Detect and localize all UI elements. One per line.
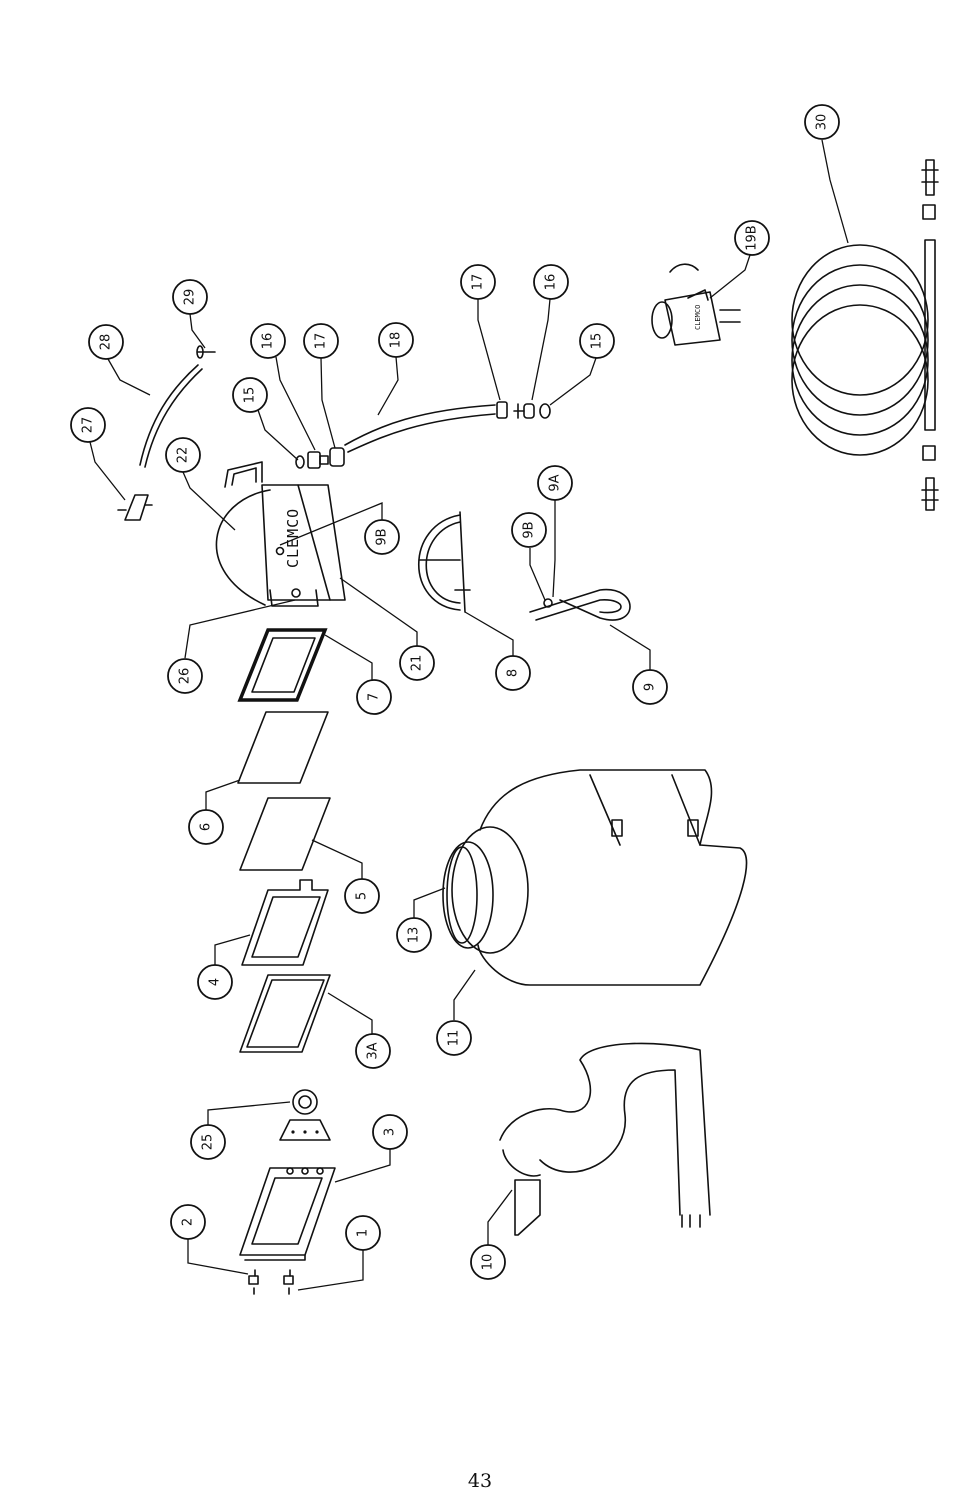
svg-text:26: 26 xyxy=(178,668,193,685)
part-screws-1-2 xyxy=(248,1269,294,1295)
part-bracket-25 xyxy=(279,1089,331,1141)
callout-9b-lower: 9B xyxy=(511,512,547,548)
part-belt-10 xyxy=(499,1042,711,1236)
svg-text:16: 16 xyxy=(544,274,559,291)
svg-text:9B: 9B xyxy=(375,528,390,545)
callout-4: 4 xyxy=(197,964,233,1000)
svg-text:27: 27 xyxy=(81,417,96,434)
svg-text:28: 28 xyxy=(99,334,114,351)
callout-13: 13 xyxy=(396,917,432,953)
callout-7: 7 xyxy=(356,679,392,715)
callout-1: 1 xyxy=(345,1215,381,1251)
callout-11: 11 xyxy=(436,1020,472,1056)
svg-text:9A: 9A xyxy=(548,474,563,491)
svg-text:25: 25 xyxy=(201,1134,216,1151)
callout-15-upper: 15 xyxy=(232,377,268,413)
callout-19b: 19B xyxy=(734,220,770,256)
svg-text:7: 7 xyxy=(367,693,382,701)
part-valve-27 xyxy=(117,494,153,521)
part-fittings-lower xyxy=(496,401,551,419)
helmet-brand-label: CLEMCO xyxy=(284,508,302,568)
leader-lines xyxy=(89,139,849,1291)
svg-text:17: 17 xyxy=(314,333,329,350)
callout-9a: 9A xyxy=(537,465,573,501)
part-gasket-3a xyxy=(239,974,331,1053)
svg-text:18: 18 xyxy=(389,332,404,349)
svg-text:5: 5 xyxy=(355,892,370,900)
part-lens-4 xyxy=(241,879,329,966)
svg-text:10: 10 xyxy=(481,1254,496,1271)
svg-text:6: 6 xyxy=(199,823,214,831)
callout-27: 27 xyxy=(70,407,106,443)
part-outer-lens-5 xyxy=(239,797,331,871)
exploded-parts-diagram: CLEMCO xyxy=(70,104,939,1295)
svg-text:21: 21 xyxy=(410,655,425,672)
part-lens-frame-3 xyxy=(239,1167,336,1261)
part-pin-29 xyxy=(196,345,216,359)
svg-text:22: 22 xyxy=(176,447,191,464)
svg-text:1: 1 xyxy=(356,1229,371,1237)
callout-17-upper: 17 xyxy=(303,323,339,359)
callout-21: 21 xyxy=(399,645,435,681)
callout-10: 10 xyxy=(470,1244,506,1280)
part-cape-11 xyxy=(442,769,748,986)
callout-28: 28 xyxy=(88,324,124,360)
callout-29: 29 xyxy=(172,279,208,315)
callout-9: 9 xyxy=(632,669,668,705)
svg-text:9: 9 xyxy=(643,683,658,691)
part-regulator-19b: CLEMCO xyxy=(651,263,741,346)
callout-5: 5 xyxy=(344,878,380,914)
svg-text:15: 15 xyxy=(243,387,258,404)
svg-text:3A: 3A xyxy=(366,1042,381,1059)
svg-text:30: 30 xyxy=(815,114,830,131)
callout-9b-upper: 9B xyxy=(364,519,400,555)
part-tube-28 xyxy=(139,364,203,468)
svg-text:16: 16 xyxy=(261,333,276,350)
part-inner-lens-6 xyxy=(237,711,329,784)
callout-18: 18 xyxy=(378,322,414,358)
callout-8: 8 xyxy=(495,655,531,691)
svg-text:4: 4 xyxy=(208,978,223,986)
callout-6: 6 xyxy=(188,809,224,845)
callout-26: 26 xyxy=(167,658,203,694)
svg-text:8: 8 xyxy=(506,669,521,677)
part-window-gasket-7 xyxy=(237,628,328,702)
callout-3: 3 xyxy=(372,1114,408,1150)
svg-text:13: 13 xyxy=(407,927,422,944)
regulator-brand-label: CLEMCO xyxy=(694,305,702,330)
part-hose-18 xyxy=(344,404,496,453)
callout-30: 30 xyxy=(804,104,840,140)
svg-text:2: 2 xyxy=(181,1218,196,1226)
part-tube-9 xyxy=(529,588,631,621)
callout-2: 2 xyxy=(170,1204,206,1240)
svg-text:15: 15 xyxy=(590,333,605,350)
callout-16-upper: 16 xyxy=(250,323,286,359)
part-fittings-upper xyxy=(295,447,345,469)
callout-25: 25 xyxy=(190,1124,226,1160)
svg-text:19B: 19B xyxy=(745,225,760,250)
svg-text:17: 17 xyxy=(471,274,486,291)
svg-text:3: 3 xyxy=(383,1128,398,1136)
callout-22: 22 xyxy=(165,437,201,473)
svg-text:9B: 9B xyxy=(522,521,537,538)
part-coiled-hose-30 xyxy=(791,159,939,511)
svg-text:11: 11 xyxy=(447,1030,462,1047)
callout-15-lower: 15 xyxy=(579,323,615,359)
part-helmet-shell-22: CLEMCO xyxy=(215,461,346,607)
callout-3a: 3A xyxy=(355,1033,391,1069)
callout-17-lower: 17 xyxy=(460,264,496,300)
callout-16-lower: 16 xyxy=(533,264,569,300)
part-headband-8 xyxy=(417,511,471,613)
page-number: 43 xyxy=(467,1470,493,1492)
svg-text:29: 29 xyxy=(183,289,198,306)
